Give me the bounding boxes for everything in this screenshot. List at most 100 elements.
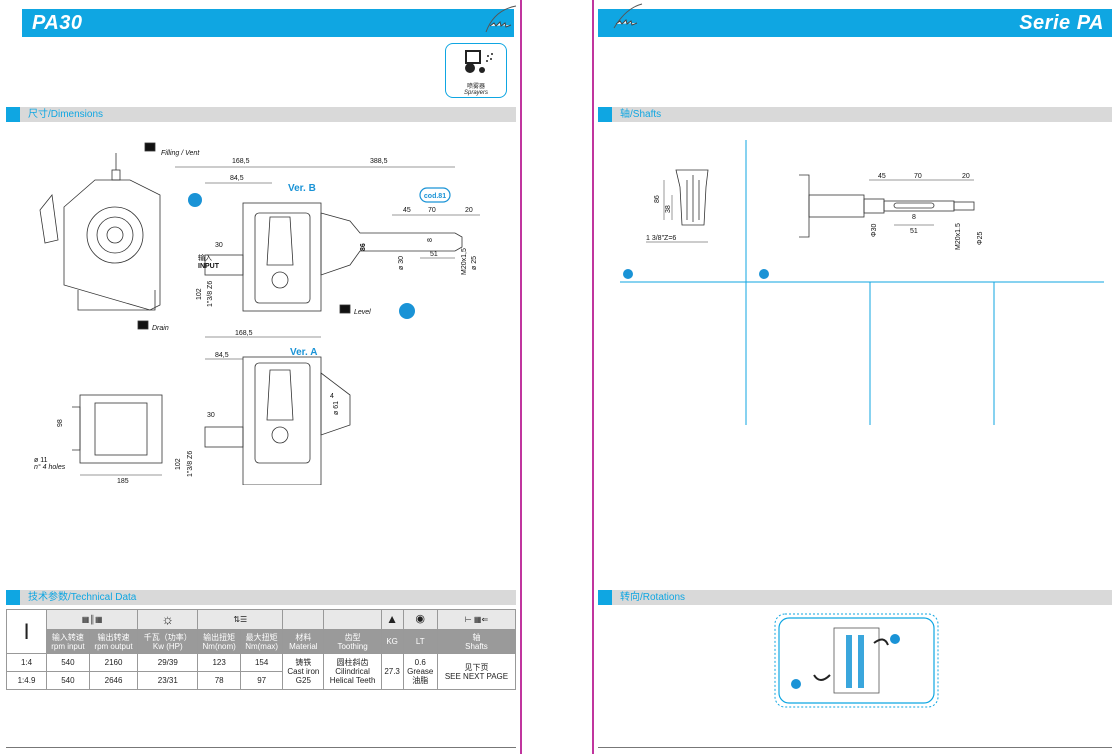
left-title-bar: PA30 <box>22 9 514 37</box>
dimensions-label: 尺寸/Dimensions <box>28 109 104 120</box>
right-title-bar: Serie PA <box>598 9 1112 37</box>
shaft-y-phi25: Φ25 <box>977 232 984 245</box>
y-marker: Y <box>404 307 410 316</box>
technical-section-bar: 技术参数/Technical Data <box>6 590 516 605</box>
side-view <box>39 153 161 311</box>
filling-vent-label: Filling / Vent <box>161 150 200 157</box>
dim-45: 45 <box>403 207 411 214</box>
shaft-icon: ⊢ ▦⇐ <box>436 609 517 630</box>
left-footer-line <box>6 747 516 754</box>
rotation-y-marker: Y <box>893 638 897 644</box>
rotations-label: 转向/Rotations <box>620 592 686 603</box>
technical-label: 技术参数/Technical Data <box>28 592 137 603</box>
kw-header: 千瓦（功率）Kw (HP) <box>137 629 199 654</box>
drain-label: Drain <box>152 325 169 332</box>
shaft-y-m20: M20x1.5 <box>955 223 962 250</box>
shaft-y-phi30: Φ30 <box>871 224 878 237</box>
dim-phi25: ø 25 <box>471 256 478 270</box>
level-label: Level <box>354 309 371 316</box>
dim-30: 30 <box>215 242 223 249</box>
shaft-x-86: 86 <box>654 195 661 203</box>
shaft-x-38: 38 <box>665 205 672 213</box>
dim-phi61: ø 61 <box>333 401 340 415</box>
holes-diameter: ø 11 <box>34 457 48 464</box>
dim-spline: 1"3/8 Z6 <box>207 281 214 307</box>
oil-icon: ◉ <box>402 609 438 630</box>
dim-84-b: 84,5 <box>215 352 229 359</box>
shaft-x-spline: 1 3/8"Z=6 <box>646 235 676 242</box>
dim-102: 102 <box>196 288 203 300</box>
ver-b-view <box>137 142 480 330</box>
ver-a-label: Ver. A <box>290 347 317 358</box>
dim-phi30: ø 30 <box>398 256 405 270</box>
shaft-y-45: 45 <box>878 173 886 180</box>
dimensions-drawing: X Y cod.81 Ver. B Ver. A Filling / Vent … <box>34 142 480 485</box>
rotation-x-marker: X <box>794 683 798 689</box>
dim-30-b: 30 <box>207 412 215 419</box>
left-page: PA30 喷雾器 Sprayers 尺寸/Dimensions <box>0 0 522 754</box>
right-page-title: Serie PA <box>1019 12 1104 34</box>
dimensions-section-bar: 尺寸/Dimensions <box>6 107 516 122</box>
sun-icon: ☼ <box>137 609 199 630</box>
dim-m20: M20x1,5 <box>461 248 468 275</box>
dim-86: 86 <box>360 243 367 251</box>
tractor-sprayer-icon <box>465 50 493 73</box>
dim-98: 98 <box>57 419 64 427</box>
dim-4: 4 <box>330 393 334 400</box>
dim-20: 20 <box>465 207 473 214</box>
dim-spline-b: 1"3/8 Z6 <box>187 451 194 477</box>
shaft-x-marker: X <box>626 273 630 279</box>
dim-168-b: 168,5 <box>235 330 253 337</box>
ratio-header: I <box>6 609 47 654</box>
shaft-y-marker: Y <box>762 273 766 279</box>
cod-badge: cod.81 <box>424 193 446 200</box>
table-row: 1:4.9 540 2646 23/31 78 97 <box>6 671 516 690</box>
dim-70: 70 <box>428 207 436 214</box>
base-plan-view <box>72 394 163 476</box>
left-page-title: PA30 <box>32 12 83 34</box>
input-cn-label: 输入 <box>198 253 212 262</box>
dim-185: 185 <box>117 478 129 485</box>
ver-a-view <box>204 336 351 485</box>
right-page: Serie PA 轴/Shafts 86 38 1 3/8"Z=6 <box>592 0 1117 754</box>
gear-icon <box>485 5 517 33</box>
gear-icon <box>613 3 643 29</box>
rotations-diagram: Y X <box>774 613 939 708</box>
shaft-y-20: 20 <box>962 173 970 180</box>
holes-count: n° 4 holes <box>34 463 66 471</box>
sprayers-label-en: Sprayers <box>463 90 488 96</box>
dim-51: 51 <box>430 251 438 258</box>
x-marker: X <box>192 196 198 205</box>
shafts-drawing: 86 38 1 3/8"Z=6 45 70 20 8 51 Φ30 M20x1.… <box>620 140 1104 425</box>
rpm-icon: ▦║▦ <box>45 609 139 630</box>
dim-8: 8 <box>427 238 434 242</box>
shaft-y-51: 51 <box>910 228 918 235</box>
ver-b-label: Ver. B <box>288 183 316 194</box>
shafts-section-bar: 轴/Shafts <box>598 107 1112 122</box>
right-footer-line <box>598 747 1112 754</box>
lt-header: LT <box>402 629 438 654</box>
shaft-y-8: 8 <box>912 214 916 221</box>
weight-icon: ▲ <box>380 609 404 630</box>
sprayers-label-cn: 喷雾器 <box>466 84 485 90</box>
shaft-y-70: 70 <box>914 173 922 180</box>
rotations-section-bar: 转向/Rotations <box>598 590 1112 605</box>
dim-168: 168,5 <box>232 158 250 165</box>
dim-84: 84,5 <box>230 175 244 182</box>
sprayers-badge: 喷雾器 Sprayers <box>445 43 507 98</box>
kg-cell: 27.3 <box>380 653 404 690</box>
kg-header: KG <box>380 629 404 654</box>
input-en-label: INPUT <box>198 263 220 270</box>
